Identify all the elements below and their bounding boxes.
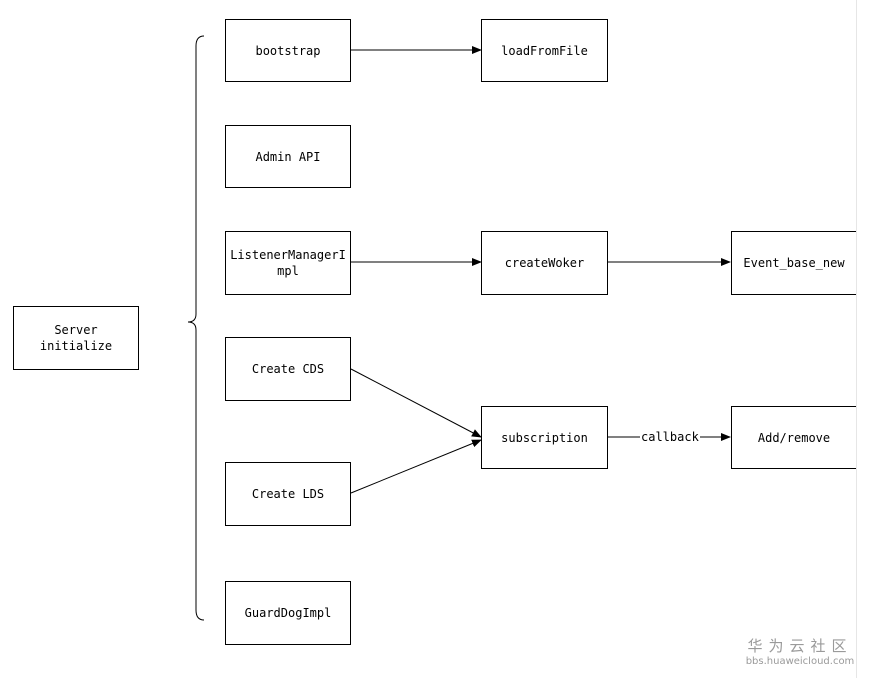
node-create-woker: createWoker: [481, 231, 608, 295]
node-add-remove: Add/remove: [731, 406, 857, 469]
node-admin-api: Admin API: [225, 125, 351, 188]
node-bootstrap: bootstrap: [225, 19, 351, 82]
edge-createlds-to-subscription: [350, 439, 482, 494]
page-edge-divider: [856, 0, 857, 678]
node-subscription: subscription: [481, 406, 608, 469]
node-load-from-file: loadFromFile: [481, 19, 608, 82]
node-create-cds: Create CDS: [225, 337, 351, 401]
node-guard-dog-impl: GuardDogImpl: [225, 581, 351, 645]
watermark: 华为云社区 bbs.huaweicloud.com: [740, 636, 860, 668]
grouping-brace: [187, 35, 205, 621]
watermark-url: bbs.huaweicloud.com: [745, 656, 855, 667]
node-create-lds: Create LDS: [225, 462, 351, 526]
edge-createcds-to-subscription: [350, 368, 482, 438]
watermark-title: 华为云社区: [747, 637, 853, 655]
node-event-base-new: Event_base_new: [731, 231, 857, 295]
node-listener-manager-impl: ListenerManagerImpl: [225, 231, 351, 295]
edge-label-callback: callback: [640, 429, 700, 445]
node-server-initialize: Server initialize: [13, 306, 139, 370]
